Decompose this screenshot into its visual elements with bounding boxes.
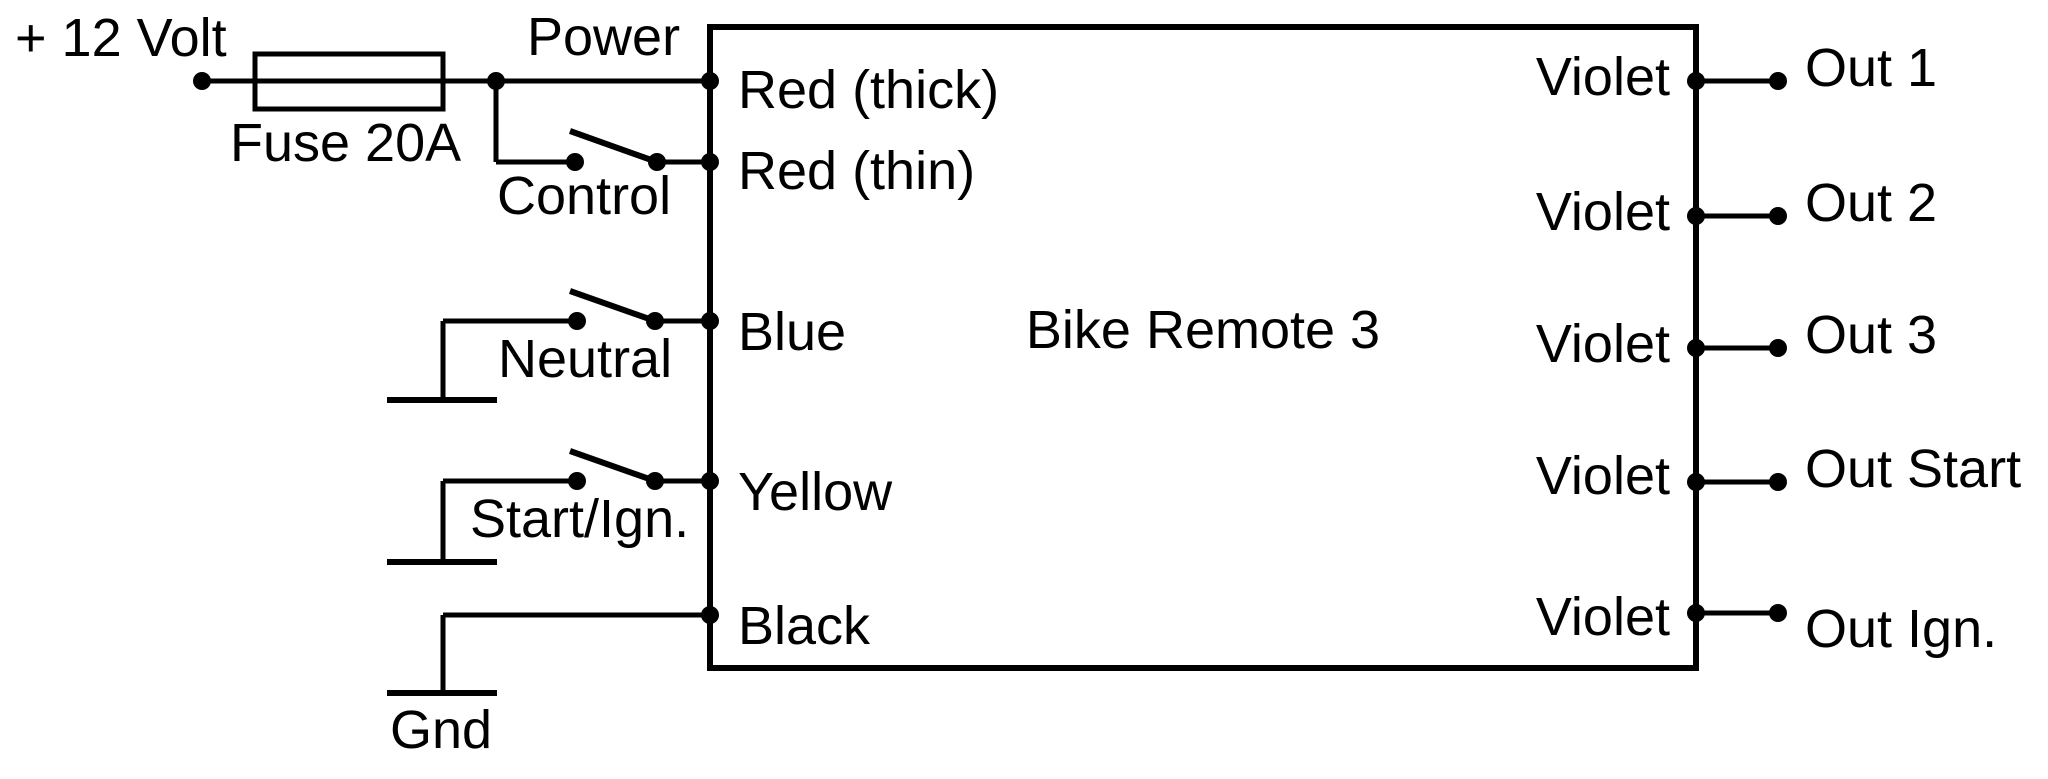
control-switch-contact-dot (566, 153, 584, 171)
out-ign-terminal-dot (1769, 604, 1787, 622)
start-switch-blade (569, 448, 656, 484)
input-label-blue: Blue (738, 302, 846, 362)
neutral-switch-blade (569, 288, 656, 324)
output-label-5: Out Ign. (1805, 599, 1997, 659)
out3-terminal-dot (1769, 339, 1787, 357)
start-switch-contact-dot (568, 472, 586, 490)
start-ign-label: Start/Ign. (470, 489, 689, 549)
output-wire-label-2: Violet (1536, 182, 1670, 242)
control-switch-branch: Control (493, 81, 719, 226)
power-supply-branch: + 12 Volt Fuse 20A Power (15, 7, 719, 173)
gnd-label: Gnd (390, 700, 492, 760)
input-label-yellow: Yellow (738, 462, 893, 522)
neutral-switch-contact-dot (568, 312, 586, 330)
supply-terminal-dot (193, 72, 211, 90)
output-wire-label-5: Violet (1536, 587, 1670, 647)
control-label: Control (497, 166, 671, 226)
output-label-3: Out 3 (1805, 305, 1937, 365)
output-wire-label-4: Violet (1536, 446, 1670, 506)
neutral-label: Neutral (498, 329, 672, 389)
out3-pin-dot (1687, 339, 1705, 357)
neutral-switch-branch: Neutral (387, 288, 719, 403)
output-label-1: Out 1 (1805, 38, 1937, 98)
output-wire-label-3: Violet (1536, 314, 1670, 374)
ground-branch: Gnd (387, 606, 719, 760)
supply-voltage-label: + 12 Volt (15, 8, 227, 68)
control-switch-blade (568, 128, 659, 165)
out2-terminal-dot (1769, 207, 1787, 225)
device-title: Bike Remote 3 (1026, 300, 1380, 360)
out2-pin-dot (1687, 207, 1705, 225)
device-box-group: Bike Remote 3 Red (thick) Red (thin) Blu… (707, 24, 1699, 671)
start-ign-switch-branch: Start/Ign. (387, 448, 719, 565)
fuse-symbol (252, 51, 446, 112)
input-label-red-thick: Red (thick) (738, 60, 999, 120)
out-start-pin-dot (1687, 473, 1705, 491)
input-label-red-thin: Red (thin) (738, 141, 975, 201)
output-stubs: Out 1 Out 2 Out 3 Out Start Out Ign. (1687, 38, 2021, 659)
out1-terminal-dot (1769, 72, 1787, 90)
fuse-label: Fuse 20A (230, 113, 461, 173)
output-wire-label-1: Violet (1536, 47, 1670, 107)
output-label-2: Out 2 (1805, 173, 1937, 233)
out-start-terminal-dot (1769, 473, 1787, 491)
out-ign-pin-dot (1687, 604, 1705, 622)
power-label: Power (527, 7, 680, 67)
input-label-black: Black (738, 596, 871, 656)
out1-pin-dot (1687, 72, 1705, 90)
output-label-4: Out Start (1805, 439, 2021, 499)
